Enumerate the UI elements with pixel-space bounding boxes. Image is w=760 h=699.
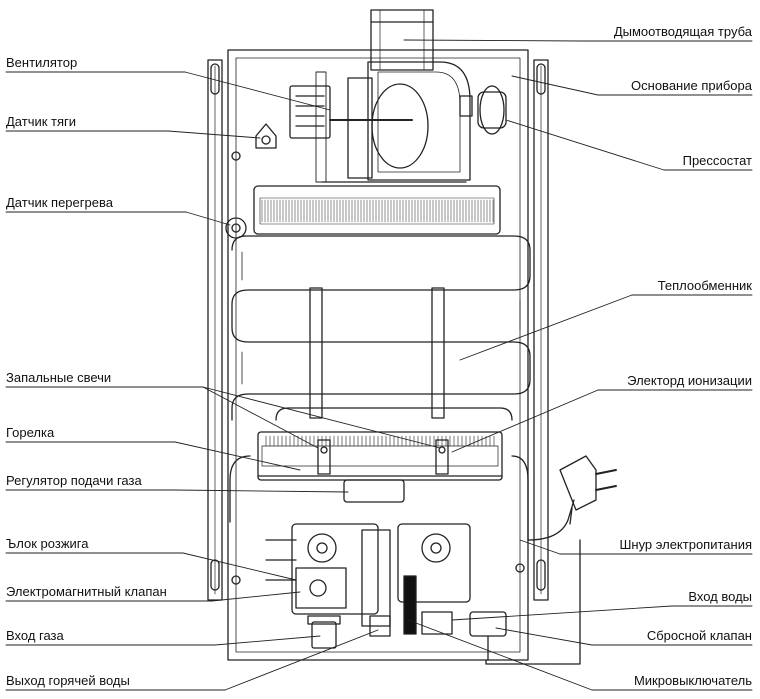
label-burner: Горелка	[6, 425, 55, 440]
device-chassis	[207, 49, 549, 661]
leader-lines	[5, 39, 753, 691]
label-gas-regulator: Регулятор подачи газа	[6, 473, 142, 488]
label-heat-exchanger: Теплообменник	[657, 278, 752, 293]
power-cord-shape	[527, 455, 617, 541]
gas-valve-shape	[265, 523, 471, 635]
label-draft-sensor: Датчик тяги	[6, 114, 77, 129]
label-ionization-electrode: Электорд ионизации	[627, 373, 752, 388]
label-flue-pipe: Дымоотводящая труба	[613, 24, 752, 39]
burner-shape	[229, 407, 529, 541]
label-device-base: Основание прибора	[631, 78, 752, 93]
fan-shape	[289, 61, 471, 183]
pipe-fittings	[307, 539, 581, 665]
label-gas-inlet: Вход газа	[6, 628, 64, 643]
pressostat-shape	[459, 85, 507, 135]
label-ignition-block: Ълок розжига	[6, 536, 89, 551]
label-microswitch: Микровыключатель	[633, 673, 752, 688]
label-water-inlet: Вход воды	[688, 589, 752, 604]
heat-exchanger-shape	[225, 185, 531, 421]
label-relief-valve: Сбросной клапан	[646, 628, 752, 643]
label-power-cord: Шнур электропитания	[619, 537, 752, 552]
label-ignition-plugs: Запальные свечи	[6, 370, 112, 385]
label-solenoid-valve: Электромагнитный клапан	[6, 584, 167, 599]
label-overheat-sensor: Датчик перегрева	[6, 195, 113, 210]
label-pressostat: Прессостат	[682, 153, 752, 168]
label-hot-water-outlet: Выход горячей воды	[6, 673, 130, 688]
label-fan: Вентилятор	[6, 55, 78, 70]
draft-sensor-shape	[255, 123, 277, 149]
